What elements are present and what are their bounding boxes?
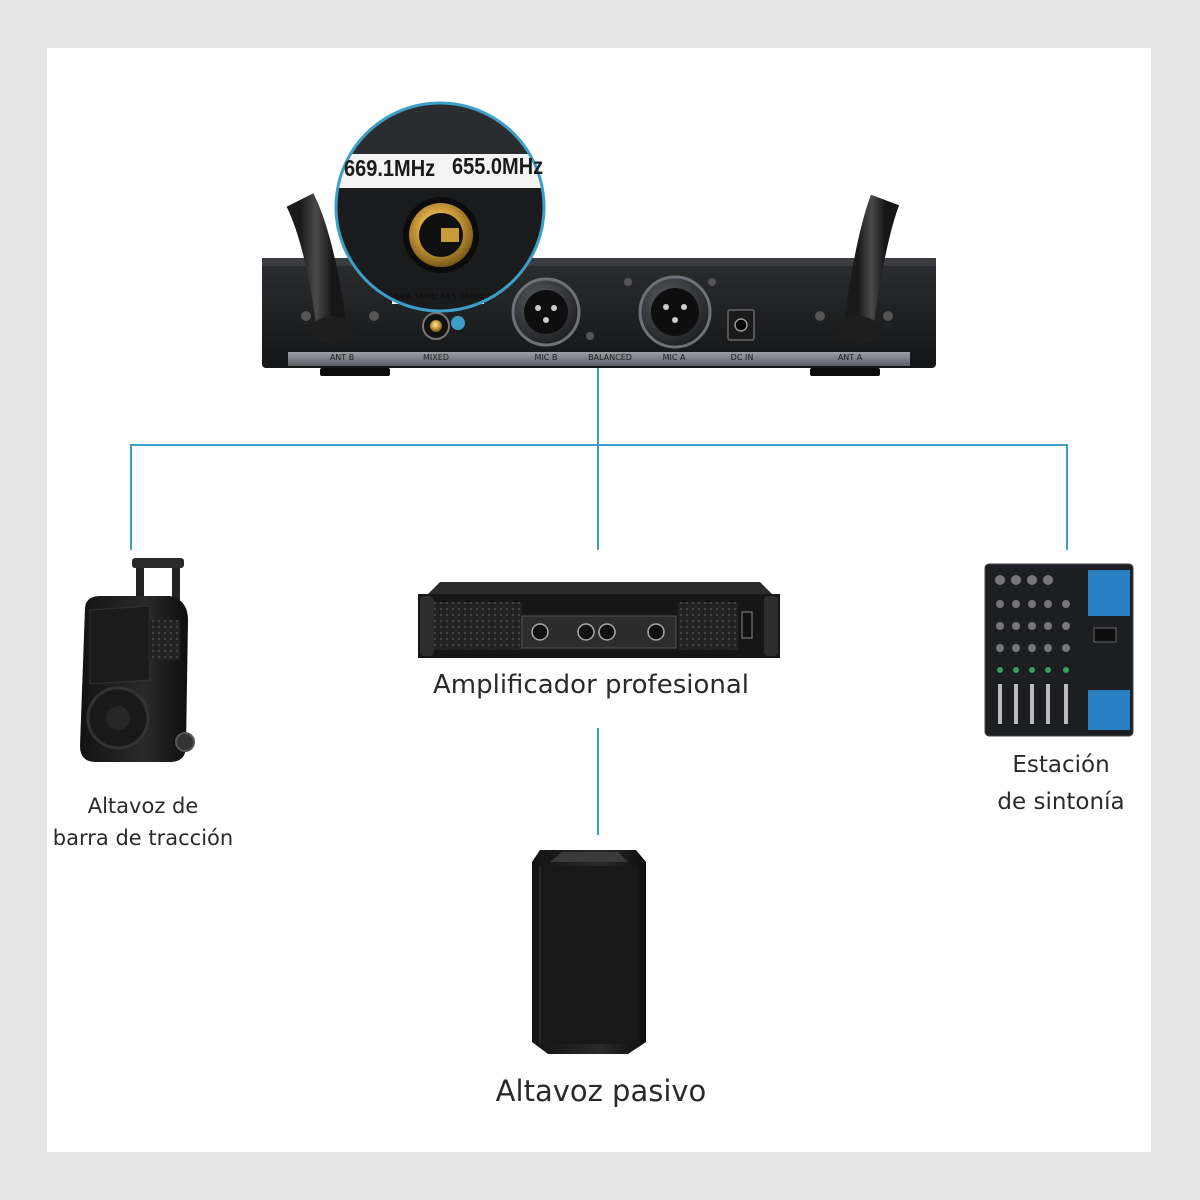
connector-lines [130, 322, 1068, 835]
port-label-dc-in: DC IN [730, 353, 754, 362]
mixer-label: Estación de sintonía [960, 747, 1162, 821]
antenna-b [286, 193, 347, 332]
port-label-mic-b: MIC B [534, 353, 558, 362]
port-label-mic-a: MIC A [662, 353, 686, 362]
antenna-a [843, 194, 900, 332]
trolley-speaker-label: Altavoz de barra de tracción [40, 790, 246, 854]
mixer-label-line1: Estación [1012, 752, 1110, 778]
mixer-label-line2: de sintonía [997, 789, 1125, 815]
amplifier-label: Amplificador profesional [432, 670, 750, 700]
trolley-speaker-label-line2: barra de tracción [52, 826, 234, 850]
port-label-mixed: MIXED [423, 353, 449, 362]
sticker-frequency-b: 669.1MHz [394, 292, 439, 301]
sticker-frequency-a: 655.0MHz [440, 292, 485, 301]
port-label-ant-a: ANT A [837, 353, 863, 362]
trolley-speaker-label-line1: Altavoz de [87, 794, 199, 818]
trolley-speaker-icon [80, 558, 195, 762]
zoom-frequency-b: 669.1MHz [344, 156, 436, 182]
port-label-balanced: BALANCED [588, 353, 632, 362]
passive-speaker-icon [532, 850, 646, 1054]
port-label-ant-b: ANT B [329, 353, 355, 362]
mixer-console-icon [984, 563, 1134, 737]
zoom-frequency-a: 655.0MHz [452, 154, 544, 180]
amplifier-icon [418, 582, 780, 658]
passive-speaker-label: Altavoz pasivo [495, 1074, 707, 1108]
